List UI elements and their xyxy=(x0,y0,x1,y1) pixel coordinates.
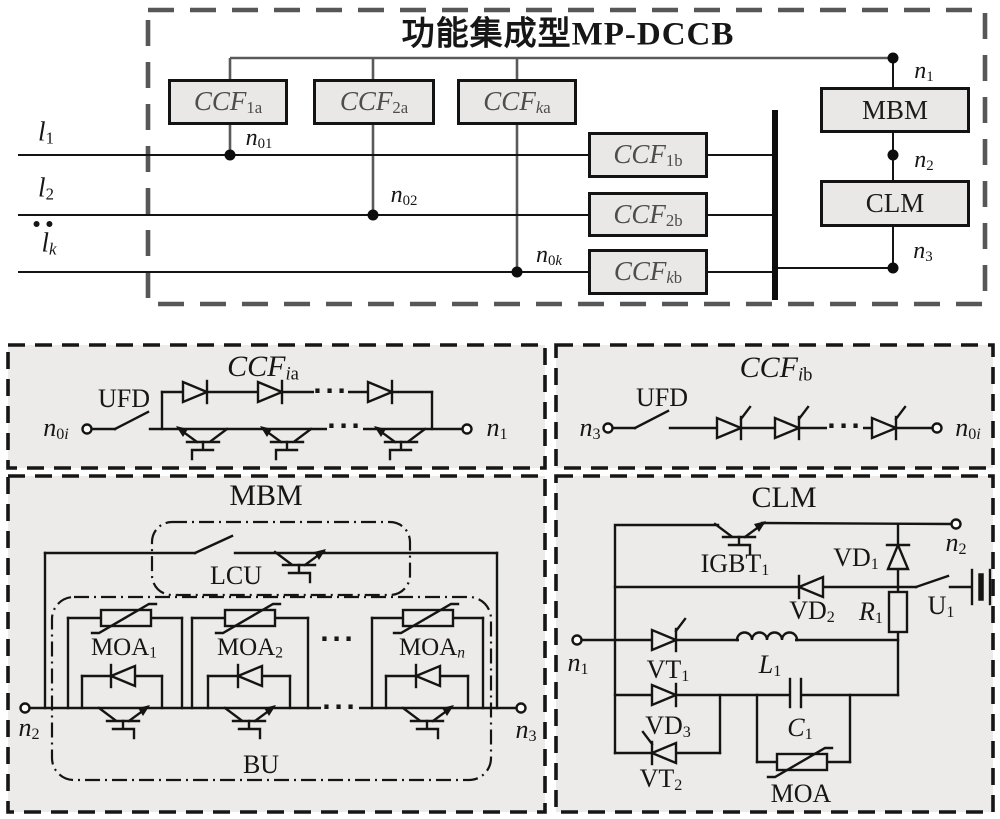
label-line-l1: l1 xyxy=(38,116,54,148)
panel-ccfia-title: CCFia xyxy=(227,350,299,385)
block-ccf2a: CCF2a xyxy=(313,79,435,125)
panel-mbm-title: MBM xyxy=(229,479,303,512)
top-block-diagram xyxy=(18,7,988,307)
panel-mbm-circuit xyxy=(6,474,547,814)
block-clm-label: CLM xyxy=(865,188,925,218)
mbm-ellipsis-wire: ··· xyxy=(321,693,359,721)
label-line-lk: lk xyxy=(41,227,57,259)
panel-clm-circuit xyxy=(554,474,995,814)
block-ccfka: CCFka xyxy=(457,79,577,125)
panel-clm-title: CLM xyxy=(751,481,817,514)
mbm-ellipsis-mid: ··· xyxy=(319,625,357,653)
line-ellipsis: •• xyxy=(31,215,57,236)
ccfia-ellipsis-bottom: ··· xyxy=(326,412,364,440)
label-mbm-bu: BU xyxy=(242,750,280,779)
label-node-n02: n02 xyxy=(390,182,418,209)
block-mbm: MBM xyxy=(820,87,970,133)
block-ccf1b-label: CCF1b xyxy=(613,139,683,170)
block-mbm-label: MBM xyxy=(861,94,929,125)
diagram-title: 功能集成型MP-DCCB xyxy=(401,16,735,53)
label-mbm-moa2: MOA2 xyxy=(216,633,284,662)
label-ccfia-ufd: UFD xyxy=(97,384,151,413)
label-clm-vt1: VT1 xyxy=(646,654,690,685)
panel-ccfia-circuit xyxy=(6,343,547,470)
label-ccfia-n1: n1 xyxy=(486,412,508,443)
block-ccfka-label: CCFka xyxy=(483,86,551,117)
block-ccf2a-label: CCF2a xyxy=(339,86,409,117)
label-clm-vt2: VT2 xyxy=(639,763,683,794)
label-ccfia-n0i: n0i xyxy=(43,412,69,443)
block-ccf2b-label: CCF2b xyxy=(613,198,683,230)
block-ccf1a: CCF1a xyxy=(168,79,288,125)
label-mbm-moa1: MOA1 xyxy=(90,633,158,662)
label-clm-r1: R1 xyxy=(859,596,883,627)
label-ccfib-n3: n3 xyxy=(579,412,601,443)
label-node-n2: n2 xyxy=(914,147,934,174)
label-clm-c1: C1 xyxy=(787,712,813,743)
label-mbm-moan: MOAn xyxy=(398,633,466,662)
label-ccfib-n0i: n0i xyxy=(955,412,981,443)
label-clm-n2: n2 xyxy=(945,527,967,558)
label-node-n0k: n0k xyxy=(535,242,563,269)
panel-ccfib-title: CCFib xyxy=(739,351,813,386)
label-clm-vd1: VD1 xyxy=(833,542,879,573)
block-ccfkb-label: CCFkb xyxy=(613,256,683,287)
label-clm-u1: U1 xyxy=(927,590,955,621)
ccfia-ellipsis-top: ··· xyxy=(312,377,350,405)
label-clm-n1: n1 xyxy=(567,647,589,678)
block-ccf2b: CCF2b xyxy=(588,192,708,237)
block-clm: CLM xyxy=(820,180,970,227)
label-node-n01: n01 xyxy=(245,125,273,152)
block-ccfkb: CCFkb xyxy=(588,249,708,295)
label-line-l2: l2 xyxy=(38,172,54,204)
label-clm-vd2: VD2 xyxy=(789,595,835,626)
label-node-n1: n1 xyxy=(914,58,934,85)
panel-ccfib-circuit xyxy=(554,343,995,470)
ccfib-ellipsis: ··· xyxy=(826,412,864,440)
label-node-n3: n3 xyxy=(913,238,933,265)
label-mbm-lcu: LCU xyxy=(210,561,262,590)
label-clm-igbt1: IGBT1 xyxy=(700,548,770,579)
block-ccf1b: CCF1b xyxy=(588,132,708,178)
label-mbm-n2: n2 xyxy=(18,712,40,743)
block-ccf1a-label: CCF1a xyxy=(193,86,263,117)
label-clm-vd3: VD3 xyxy=(645,710,691,741)
label-clm-l1: L1 xyxy=(758,649,782,680)
label-mbm-n3: n3 xyxy=(515,714,537,745)
label-ccfib-ufd: UFD xyxy=(635,383,689,412)
label-clm-moa: MOA xyxy=(770,779,832,808)
